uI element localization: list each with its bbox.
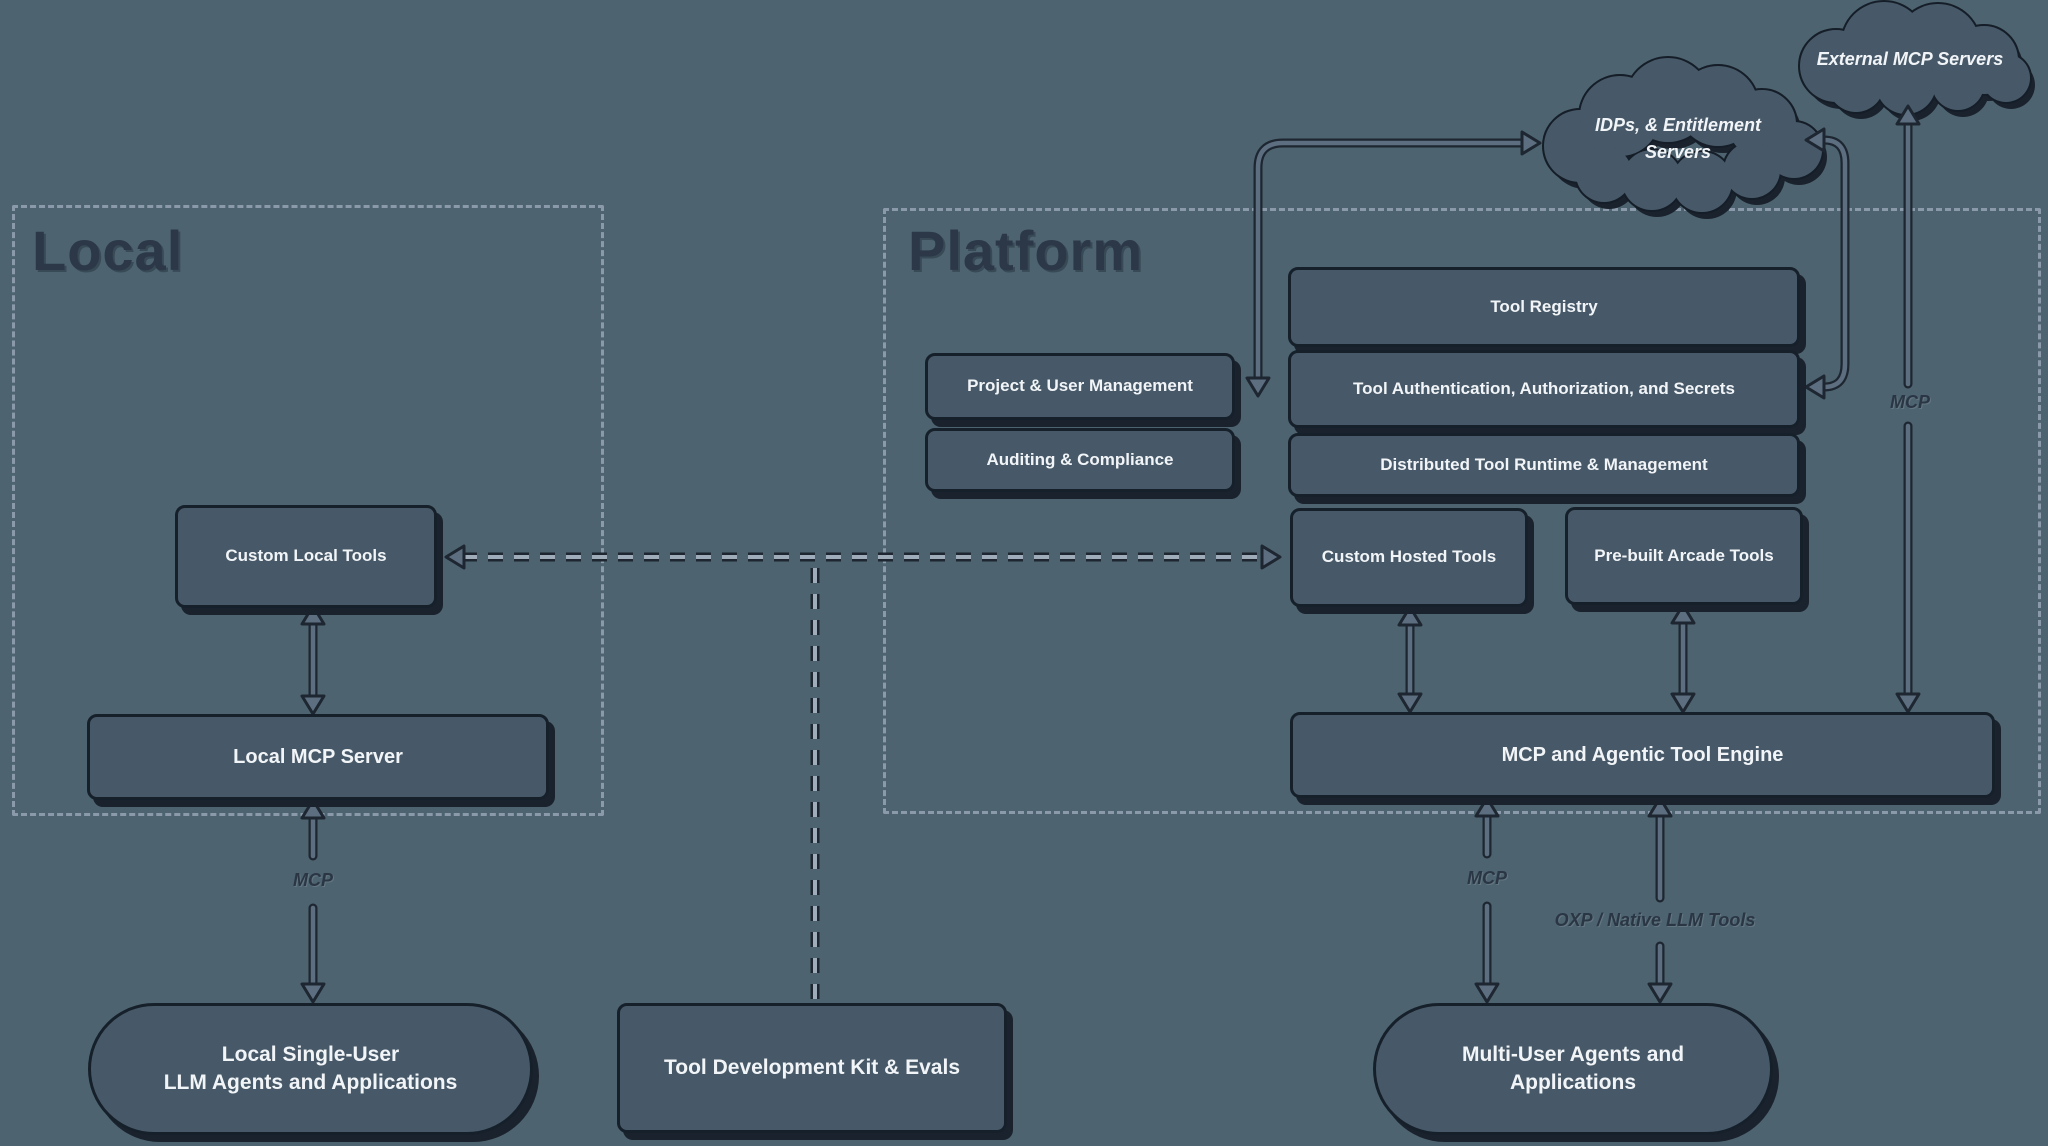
box-local-mcp-server: Local MCP Server xyxy=(87,714,549,800)
box-distributed-runtime: Distributed Tool Runtime & Management xyxy=(1288,433,1800,497)
box-custom-local-tools: Custom Local Tools xyxy=(175,505,437,608)
box-auditing-compliance: Auditing & Compliance xyxy=(925,428,1235,492)
edge-engine-multiuser-mcp xyxy=(1474,796,1500,1004)
edge-dashed-local-hosted xyxy=(444,544,1282,570)
external-mcp-cloud-label: External MCP Servers xyxy=(1816,49,2004,69)
platform-container xyxy=(883,208,2041,814)
box-tool-auth: Tool Authentication, Authorization, and … xyxy=(1288,350,1800,428)
multi-user-line1: Multi-User Agents and xyxy=(1461,1042,1685,1066)
idps-cloud-label-line1: IDPs, & Entitlement xyxy=(1594,115,1762,135)
edge-label-external-mcp: MCP xyxy=(1890,392,1930,412)
platform-container-title: Platform xyxy=(908,219,1144,282)
edge-hosted-engine xyxy=(1397,605,1423,714)
box-local-single-user: Local Single-User LLM Agents and Applica… xyxy=(88,1003,533,1135)
box-mcp-engine: MCP and Agentic Tool Engine xyxy=(1290,712,1995,798)
edge-label-multiuser-mcp: MCP xyxy=(1467,868,1507,888)
edge-auth-idps-left xyxy=(1245,130,1542,398)
box-tool-registry: Tool Registry xyxy=(1288,267,1800,347)
local-single-user-line1: Local Single-User xyxy=(221,1042,400,1066)
edge-label-oxp: OXP / Native LLM Tools xyxy=(1554,910,1756,930)
idps-cloud-label: IDPs, & Entitlement Servers xyxy=(1548,112,1808,166)
local-container-title: Local xyxy=(32,219,184,282)
local-single-user-line2: LLM Agents and Applications xyxy=(163,1071,458,1094)
edge-engine-externalmcp xyxy=(1895,104,1921,714)
edge-label-local-mcp: MCP xyxy=(293,870,333,890)
box-prebuilt-arcade-tools: Pre-built Arcade Tools xyxy=(1565,507,1803,605)
edge-prebuilt-engine xyxy=(1670,603,1696,714)
edge-customlocal-localmcp xyxy=(300,604,326,716)
external-mcp-cloud xyxy=(1798,0,2035,121)
box-custom-hosted-tools: Custom Hosted Tools xyxy=(1290,508,1528,607)
edge-localmcp-singleuser xyxy=(300,798,326,1004)
box-tool-dev-kit: Tool Development Kit & Evals xyxy=(617,1003,1007,1133)
edge-engine-multiuser-oxp xyxy=(1647,796,1673,1004)
box-multi-user: Multi-User Agents and Applications xyxy=(1373,1003,1773,1135)
box-project-user-mgmt: Project & User Management xyxy=(925,353,1235,420)
multi-user-line2: Applications xyxy=(1509,1071,1636,1094)
edge-auth-idps-right xyxy=(1804,127,1850,400)
idps-cloud xyxy=(1542,56,1827,219)
idps-cloud-label-line2: Servers xyxy=(1644,142,1712,162)
